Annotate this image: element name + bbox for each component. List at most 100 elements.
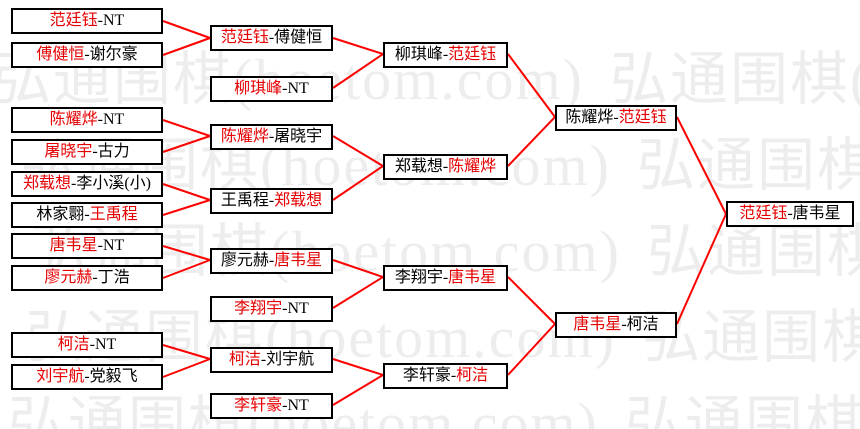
match-box: 唐韦星-柯洁 [555,312,677,338]
connector-line [162,20,211,39]
player-name: 李小溪(小) [76,175,151,192]
connector-line [507,323,556,376]
match-box-final: 范廷钰-唐韦星 [726,201,854,227]
connector-line [332,135,384,167]
match-box: 李翔宇-唐韦星 [383,265,508,291]
player-name: 柳琪峰 [234,80,283,97]
match-box: 廖元赫-唐韦星 [210,248,333,274]
match-box: 王禹程-郑载想 [210,188,333,214]
match-box: 刘宇航-党毅飞 [11,364,163,390]
connector-line [162,358,211,378]
player-name: 李轩豪 [402,367,451,384]
match-box: 陈耀烨-NT [11,107,163,133]
match-box: 郑载想-李小溪(小) [11,171,163,197]
separator: - [787,205,793,222]
match-box: 郑载想-陈耀烨 [383,154,508,180]
connector-line [332,165,384,201]
separator: - [84,46,90,63]
separator: - [282,80,288,97]
player-name: 傅健恒 [274,29,323,46]
connector-line [676,213,727,325]
connector-line [162,245,211,261]
connector-line [507,276,556,325]
player-name: 柯洁 [626,316,659,333]
separator: - [613,109,619,126]
separator: - [84,368,90,385]
connector-line [162,199,211,216]
player-name: NT [95,336,117,353]
connector-line [332,358,384,376]
separator: - [97,12,103,29]
connector-line [162,344,211,360]
separator: - [89,336,95,353]
separator: - [92,269,98,286]
player-name: 王禹程 [220,192,269,209]
match-box: 柳琪峰-范廷钰 [383,42,508,68]
separator: - [442,46,449,63]
connector-line [332,374,384,406]
match-box: 范廷钰-NT [11,8,163,34]
separator: - [268,192,275,209]
player-name: 林家翾 [36,206,85,223]
player-name: NT [103,111,125,128]
connector-line [332,37,384,55]
player-name: 丁浩 [97,269,130,286]
player-name: 范廷钰 [49,12,98,29]
connector-line [332,259,384,278]
player-name: 郑载想 [22,175,71,192]
player-name: 李轩豪 [234,397,283,414]
player-name: 郑载想 [274,192,323,209]
separator: - [97,111,103,128]
separator: - [92,143,98,160]
player-name: 李翔宇 [234,300,283,317]
player-name: NT [103,237,125,254]
separator: - [282,397,288,414]
separator: - [282,300,288,317]
player-name: 党毅飞 [89,368,138,385]
player-name: 唐韦星 [573,316,622,333]
player-name: 唐韦星 [448,269,497,286]
player-name: NT [287,397,309,414]
player-name: 廖元赫 [220,252,269,269]
separator: - [84,206,90,223]
player-name: 柯洁 [57,336,90,353]
separator: - [268,128,275,145]
player-name: 范廷钰 [618,109,667,126]
separator: - [268,29,275,46]
match-box: 陈耀烨-范廷钰 [555,105,677,131]
player-name: NT [287,80,309,97]
match-box: 柯洁-刘宇航 [210,347,333,373]
connector-line [332,276,384,309]
match-box: 柯洁-NT [11,332,163,358]
player-name: 谢尔豪 [89,46,138,63]
separator: - [97,237,103,254]
separator: - [71,175,77,192]
player-name: NT [103,12,125,29]
separator: - [442,269,449,286]
match-box: 李翔宇-NT [210,296,333,322]
player-name: 郑载想 [394,158,443,175]
player-name: 陈耀烨 [565,109,614,126]
separator: - [442,158,449,175]
match-box: 范廷钰-傅健恒 [210,25,333,51]
player-name: 廖元赫 [44,269,93,286]
match-box: 陈耀烨-屠晓宇 [210,124,333,150]
player-name: 屠晓宇 [44,143,93,160]
match-box: 屠晓宇-古力 [11,139,163,165]
connector-line [162,259,211,279]
player-name: 刘宇航 [266,351,315,368]
match-box: 傅健恒-谢尔豪 [11,42,163,68]
separator: - [260,351,267,368]
player-name: 王禹程 [89,206,138,223]
connector-line [507,53,556,118]
player-name: 刘宇航 [36,368,85,385]
player-name: 李翔宇 [394,269,443,286]
connector-line [507,116,556,167]
match-box: 柳琪峰-NT [210,76,333,102]
player-name: 范廷钰 [739,205,788,222]
player-name: 傅健恒 [36,46,85,63]
player-name: 唐韦星 [274,252,323,269]
connector-line [162,135,211,153]
connector-line [332,53,384,89]
